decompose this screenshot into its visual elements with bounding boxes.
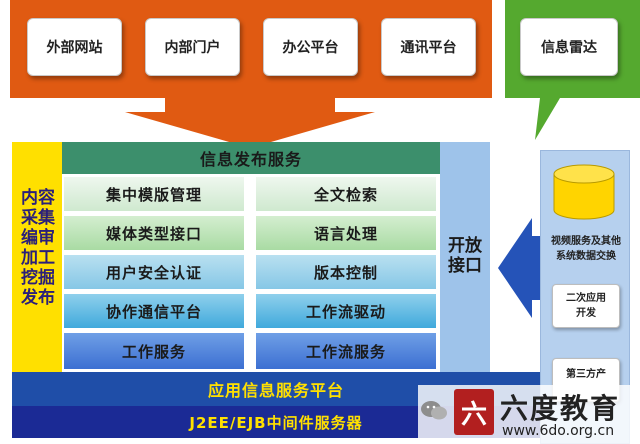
data-exchange-label-box: 视频服务及其他系统数据交换 [548,226,624,272]
grid-cell-label: 媒体类型接口 [105,224,202,243]
grid-cell[interactable]: 工作流服务 [256,333,436,369]
channel-comm-platform[interactable]: 通讯平台 [381,18,476,76]
left-panel: 内容采集编审加工挖掘发布 [12,142,62,372]
header-bar: 信息发布服务 [62,142,440,174]
secondary-app-box[interactable]: 二次应用开发 [552,284,620,328]
channel-label: 办公平台 [282,40,339,56]
channel-internal-portal[interactable]: 内部门户 [145,18,240,76]
grid-cell[interactable]: 用户安全认证 [64,255,244,289]
channel-label: 内部门户 [164,40,221,56]
channel-label: 通讯平台 [400,40,457,56]
grid-cell-label: 工作流驱动 [305,302,386,321]
channel-label: 外部网站 [46,40,103,56]
grid-cell[interactable]: 语言处理 [256,216,436,250]
grid-cell[interactable]: 工作流驱动 [256,294,436,328]
grid-cell[interactable]: 全文检索 [256,177,436,211]
header-bar-label: 信息发布服务 [199,150,302,169]
channel-external-site[interactable]: 外部网站 [27,18,122,76]
grid-cell-label: 工作流服务 [305,342,386,361]
platform-bar-label: 应用信息服务平台 [207,381,344,400]
brand-logo-char: 六 [460,399,487,430]
left-panel-label: 内容采集编审加工挖掘发布 [21,188,55,308]
brand-url: www.6do.org.cn [502,423,615,439]
third-party-label: 第三方产 [566,369,606,380]
grid-cell-label: 全文检索 [313,185,378,204]
grid-cell-label: 语言处理 [313,224,378,243]
info-radar-button[interactable]: 信息雷达 [520,18,618,76]
grid-cell[interactable]: 版本控制 [256,255,436,289]
grid-cell-label: 协作通信平台 [105,302,202,321]
secondary-app-label: 二次应用开发 [566,293,606,319]
grid-cell[interactable]: 媒体类型接口 [64,216,244,250]
left-arrow [498,218,548,318]
radar-label: 信息雷达 [541,40,597,56]
brand-logo: 六 [454,389,494,435]
open-interface-label: 开放接口 [448,236,482,276]
grid-cell[interactable]: 协作通信平台 [64,294,244,328]
database-icon [553,164,615,220]
channel-office-platform[interactable]: 办公平台 [263,18,358,76]
open-interface-panel: 开放接口 [440,142,490,372]
data-exchange-label: 视频服务及其他系统数据交换 [551,236,621,262]
wechat-icon [421,401,447,420]
grid-cell-label: 工作服务 [121,342,186,361]
grid-cell[interactable]: 集中模版管理 [64,177,244,211]
watermark: 六 六度教育 www.6do.org.cn [418,385,640,444]
grid-cell-label: 版本控制 [313,263,378,282]
brand-name: 六度教育 [500,392,621,425]
orange-funnel-arrow [10,0,492,148]
middleware-bar-label: J2EE/EJB中间件服务器 [189,413,363,432]
grid-cell[interactable]: 工作服务 [64,333,244,369]
grid-cell-label: 集中模版管理 [105,185,202,204]
grid-cell-label: 用户安全认证 [105,263,202,282]
